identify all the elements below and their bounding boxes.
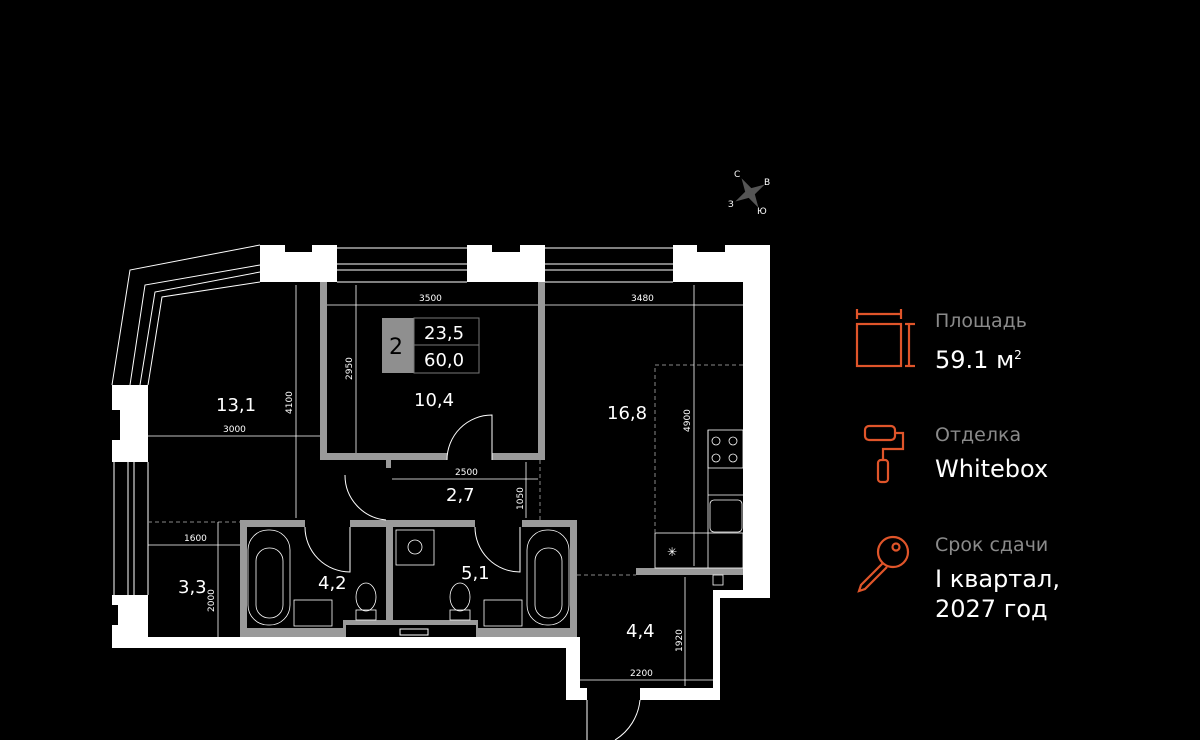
toilet-right-icon [449,582,471,612]
deadline-line1: I квартал, [935,565,1060,593]
badge-total-area: 60,0 [424,350,464,371]
boiler-icon: ✳ [667,545,677,559]
dim-bedroom-width: 3500 [419,294,442,304]
compass-star-icon [735,178,765,208]
washer-icon [395,529,435,566]
dim-hall-depth: 1050 [516,487,526,510]
dimension-labels: 3500 3480 2950 4100 3000 4900 2500 1050 … [184,294,693,679]
area-unit-sup: 2 [1014,348,1022,362]
compass: С В З Ю [728,170,770,217]
room-area-bedroom[interactable]: 10,4 [414,390,454,411]
kitchen-sink-icon [709,499,743,533]
finish-value: Whitebox [935,455,1049,483]
badge-living-area: 23,5 [424,323,464,344]
doors[interactable] [304,414,641,740]
dim-storage-width: 1600 [184,534,207,544]
sink-left-icon [293,599,333,627]
meter-icon [712,574,724,586]
finish-label: Отделка [935,424,1022,446]
badge-rooms: 2 [389,335,403,360]
room-area-bath-right[interactable]: 5,1 [461,563,490,584]
dim-living-depth: 4100 [285,391,295,414]
windows [111,244,673,595]
bathtub-right-icon [526,529,570,626]
area-label: Площадь [935,310,1027,332]
compass-south: Ю [757,207,767,217]
dim-entrance-depth: 1920 [675,629,685,652]
room-areas: 13,1 10,4 16,8 2,7 3,3 4,2 5,1 4,4 [178,390,655,642]
area-ruler-icon [855,309,915,368]
dim-bedroom-depth: 2950 [345,357,355,380]
bathroom-floor-niche [346,625,476,637]
compass-east: В [764,178,770,188]
room-area-storage[interactable]: 3,3 [178,577,207,598]
paint-roller-icon [863,424,905,484]
dimension-lines [148,285,743,686]
deadline-label: Срок сдачи [935,534,1049,556]
compass-west: З [728,200,734,210]
room-area-kitchen-living[interactable]: 16,8 [607,403,647,424]
deadline-line2: 2027 год [935,595,1048,623]
bathtub-left-icon [247,529,291,626]
vent-icon [399,628,429,636]
dim-entrance-width: 2200 [630,669,653,679]
dim-hall-width: 2500 [455,468,478,478]
sink-right-icon [483,599,523,627]
room-area-entrance[interactable]: 4,4 [626,621,655,642]
stove-icon [707,429,744,469]
exterior-walls [112,245,770,700]
dim-storage-depth: 2000 [207,589,217,612]
compass-north: С [734,170,740,180]
dim-kitchen-depth: 4900 [683,409,693,432]
key-icon [857,535,910,593]
room-area-bath-left[interactable]: 4,2 [318,573,347,594]
room-area-living-left[interactable]: 13,1 [216,395,256,416]
area-value-text: 59.1 м [935,346,1015,374]
toilet-left-icon [355,582,377,612]
fixtures: ✳ [247,429,744,627]
area-value: 59.1 м2 [935,340,1022,375]
dim-kitchen-width: 3480 [631,294,654,304]
apartment-badge: 2 23,5 60,0 [382,317,480,374]
dim-living-width: 3000 [223,425,246,435]
zone-lines [148,364,743,576]
room-area-hall[interactable]: 2,7 [446,485,475,506]
